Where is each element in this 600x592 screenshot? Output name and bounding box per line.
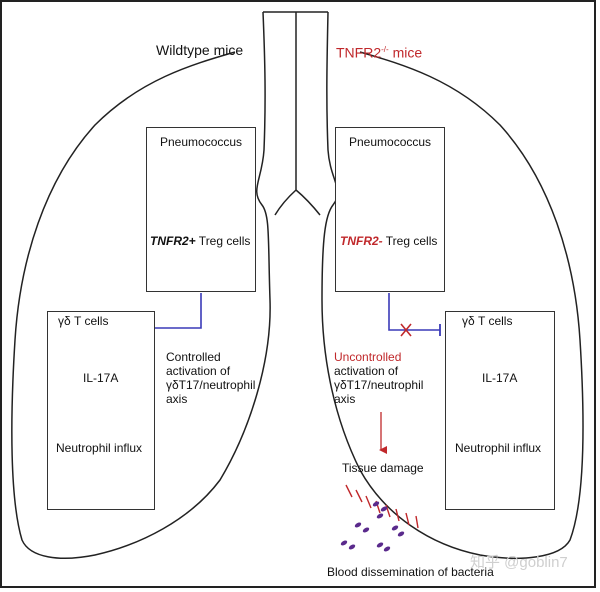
left-gd-box [47, 311, 155, 510]
tissue-damage-label: Tissue damage [342, 461, 424, 475]
right-treg-label: TNFR2- Treg cells [340, 234, 437, 248]
right-title-sup: -/- [381, 45, 389, 54]
cross-icon [400, 323, 412, 337]
right-treg-box [335, 127, 445, 292]
right-treg-marker: TNFR2- [340, 234, 383, 248]
left-treg-marker: TNFR2+ [150, 234, 196, 248]
right-treg-suffix: Treg cells [382, 234, 438, 248]
lung-outline [11, 11, 271, 559]
right-lung-title: TNFR2-/- mice [336, 42, 422, 61]
right-outcome-line-1: Uncontrolled [334, 350, 402, 364]
watermark: 知乎 @goblin7 [470, 554, 568, 571]
right-influx-label: Neutrophil influx [455, 441, 542, 455]
inhibit-line-right [388, 293, 440, 331]
left-treg-suffix: Treg cells [195, 234, 251, 248]
right-cytokine-label: IL-17A [482, 371, 518, 385]
left-outcome-line-1: Controlled [166, 350, 221, 364]
right-outcome-line-4: axis [334, 392, 356, 406]
left-influx-label: Neutrophil influx [56, 441, 143, 455]
right-outcome-text: Uncontrolled activation of γδT17/neutrop… [334, 350, 423, 406]
right-title-main: TNFR2 [336, 44, 382, 61]
left-lung-title: Wildtype mice [156, 42, 244, 58]
right-title-suffix: mice [388, 44, 423, 61]
left-pathogen-label: Pneumococcus [160, 135, 243, 149]
left-outcome-text: Controlled activation of γδT17/neutrophi… [166, 350, 255, 406]
trachea-inner [263, 11, 328, 216]
right-pathogen-label: Pneumococcus [349, 135, 432, 149]
bacteria-icon [340, 501, 405, 552]
right-gd-label: γδ T cells [462, 314, 513, 328]
right-gd-box [445, 311, 555, 510]
inhibit-line-left [150, 293, 202, 329]
left-treg-box [146, 127, 256, 292]
left-outcome-line-3: γδT17/neutrophil [166, 378, 256, 392]
left-cytokine-label: IL-17A [83, 371, 119, 385]
left-treg-label: TNFR2+ Treg cells [150, 234, 250, 248]
right-outcome-line-3: γδT17/neutrophil [334, 378, 424, 392]
left-outcome-line-2: activation of [166, 364, 231, 378]
left-gd-label: γδ T cells [58, 314, 109, 328]
left-outcome-line-4: axis [166, 392, 188, 406]
tissue-damage-marks [345, 484, 419, 529]
right-outcome-line-2: activation of [334, 364, 399, 378]
dissemination-label: Blood dissemination of bacteria [327, 565, 494, 579]
